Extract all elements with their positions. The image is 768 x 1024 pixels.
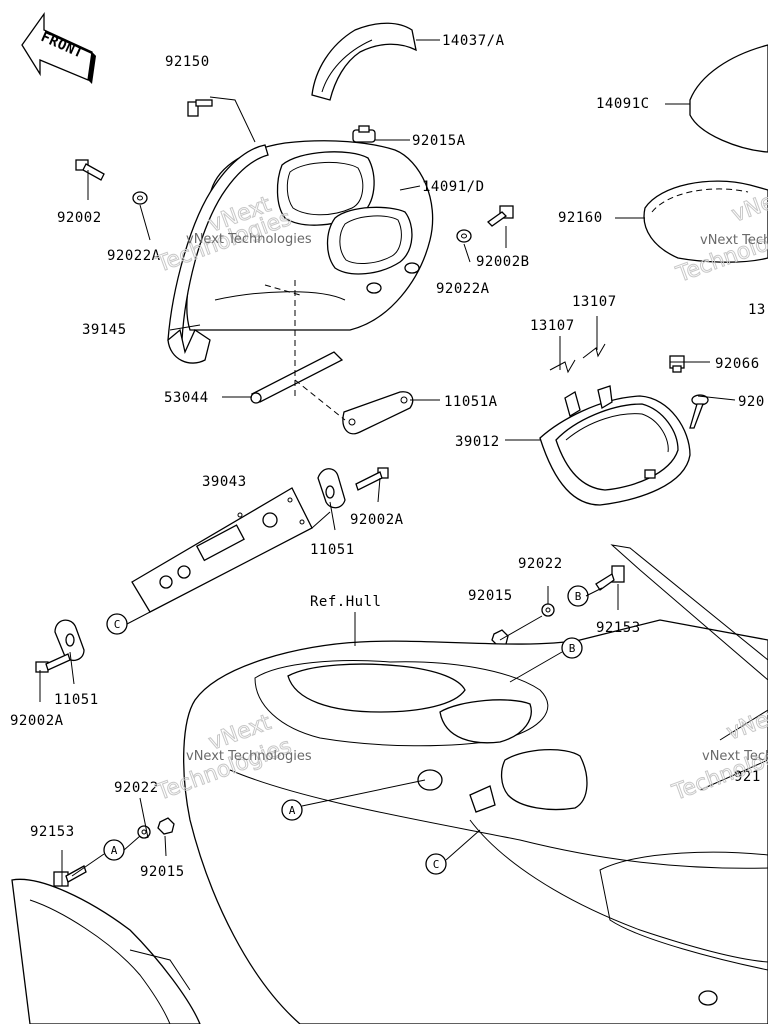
part-92015A-clip bbox=[352, 125, 376, 143]
label-92022A-right: 92022A bbox=[436, 281, 490, 297]
part-920-screw bbox=[689, 394, 709, 429]
label-92002-top: 92002 bbox=[57, 210, 102, 226]
svg-text:vNext Technologies: vNext Technologies bbox=[186, 749, 312, 764]
svg-text:A: A bbox=[289, 804, 296, 817]
part-13107-clips bbox=[549, 343, 606, 374]
label-14091D: 14091/D bbox=[422, 179, 485, 195]
part-14091C-cover bbox=[689, 44, 768, 153]
label-14037A: 14037/A bbox=[442, 33, 505, 49]
label-92015A: 92015A bbox=[412, 133, 466, 149]
svg-text:C: C bbox=[114, 618, 121, 631]
label-92022-mid: 92022 bbox=[518, 556, 563, 572]
part-92002A-bolt-mid bbox=[355, 467, 389, 491]
front-direction-badge: FRONT bbox=[21, 11, 96, 84]
part-92022A-washer-left bbox=[132, 191, 148, 205]
label-11051-low: 11051 bbox=[54, 692, 99, 708]
ref-mark-A-lower: A bbox=[103, 839, 125, 861]
svg-text:vNext Technologies: vNext Technologies bbox=[702, 749, 768, 764]
label-39043: 39043 bbox=[202, 474, 247, 490]
part-53044-rod bbox=[250, 351, 344, 404]
label-11051A: 11051A bbox=[444, 394, 498, 410]
part-11051-bracket-low bbox=[54, 619, 85, 661]
label-921-cut: 921 bbox=[734, 769, 761, 785]
label-92022-bot: 92022 bbox=[114, 780, 159, 796]
svg-text:B: B bbox=[575, 590, 582, 603]
label-92002B: 92002B bbox=[476, 254, 530, 270]
label-13-cut: 13 bbox=[748, 302, 766, 318]
svg-text:vNext Technologies: vNext Technologies bbox=[186, 232, 312, 247]
label-ref-hull: Ref.Hull bbox=[310, 594, 381, 610]
label-92066-cut: 92066 bbox=[715, 356, 760, 372]
label-13107-b: 13107 bbox=[572, 294, 617, 310]
label-92002A-mid: 92002A bbox=[350, 512, 404, 528]
part-92150-bolt bbox=[187, 99, 213, 117]
label-11051-mid: 11051 bbox=[310, 542, 355, 558]
part-14091D-panel-housing bbox=[186, 140, 434, 331]
part-39012-storage-bin bbox=[539, 385, 691, 506]
label-92160: 92160 bbox=[558, 210, 603, 226]
hull-reference-drawing bbox=[11, 544, 768, 1024]
label-53044: 53044 bbox=[164, 390, 209, 406]
label-92002A-low: 92002A bbox=[10, 713, 64, 729]
leader-lines bbox=[39, 39, 736, 886]
part-11051-bracket-mid bbox=[317, 468, 346, 509]
part-11051A-bracket bbox=[342, 391, 414, 435]
svg-text:C: C bbox=[433, 858, 440, 871]
label-13107-a: 13107 bbox=[530, 318, 575, 334]
ref-mark-B-upper: B bbox=[567, 585, 589, 607]
label-92153-bot: 92153 bbox=[30, 824, 75, 840]
ref-mark-B-lower: B bbox=[561, 637, 583, 659]
svg-text:A: A bbox=[111, 844, 118, 857]
ref-mark-A-hull: A bbox=[281, 799, 303, 821]
part-39145-trim bbox=[167, 144, 269, 364]
part-92002-bolt bbox=[75, 159, 105, 181]
label-92015-bot: 92015 bbox=[140, 864, 185, 880]
part-39043-plate bbox=[131, 487, 313, 613]
part-92160-pad bbox=[643, 180, 768, 263]
label-14091C: 14091C bbox=[596, 96, 650, 112]
part-92153-bolt-bot bbox=[53, 865, 87, 887]
part-92153-bolt-mid bbox=[595, 565, 625, 591]
part-92002A-bolt-low bbox=[35, 653, 71, 673]
part-92066-screw bbox=[669, 355, 685, 373]
part-92022-washer-mid bbox=[541, 603, 555, 617]
label-39145: 39145 bbox=[82, 322, 127, 338]
label-92150: 92150 bbox=[165, 54, 210, 70]
svg-text:B: B bbox=[569, 642, 576, 655]
part-92022A-washer-right bbox=[456, 229, 472, 243]
assembly-guide-lines bbox=[264, 280, 346, 421]
label-92022A-left: 92022A bbox=[107, 248, 161, 264]
part-92002B-bolt bbox=[486, 205, 514, 227]
label-920-cut: 920 bbox=[738, 394, 765, 410]
part-14037A-cover bbox=[311, 22, 417, 101]
svg-text:vNext Technologies: vNext Technologies bbox=[700, 233, 768, 248]
ref-mark-C-upper: C bbox=[106, 613, 128, 635]
part-92015-nut-bot bbox=[157, 817, 175, 835]
label-92153-mid: 92153 bbox=[596, 620, 641, 636]
label-92015-mid: 92015 bbox=[468, 588, 513, 604]
ref-mark-C-hull: C bbox=[425, 853, 447, 875]
label-39012: 39012 bbox=[455, 434, 500, 450]
